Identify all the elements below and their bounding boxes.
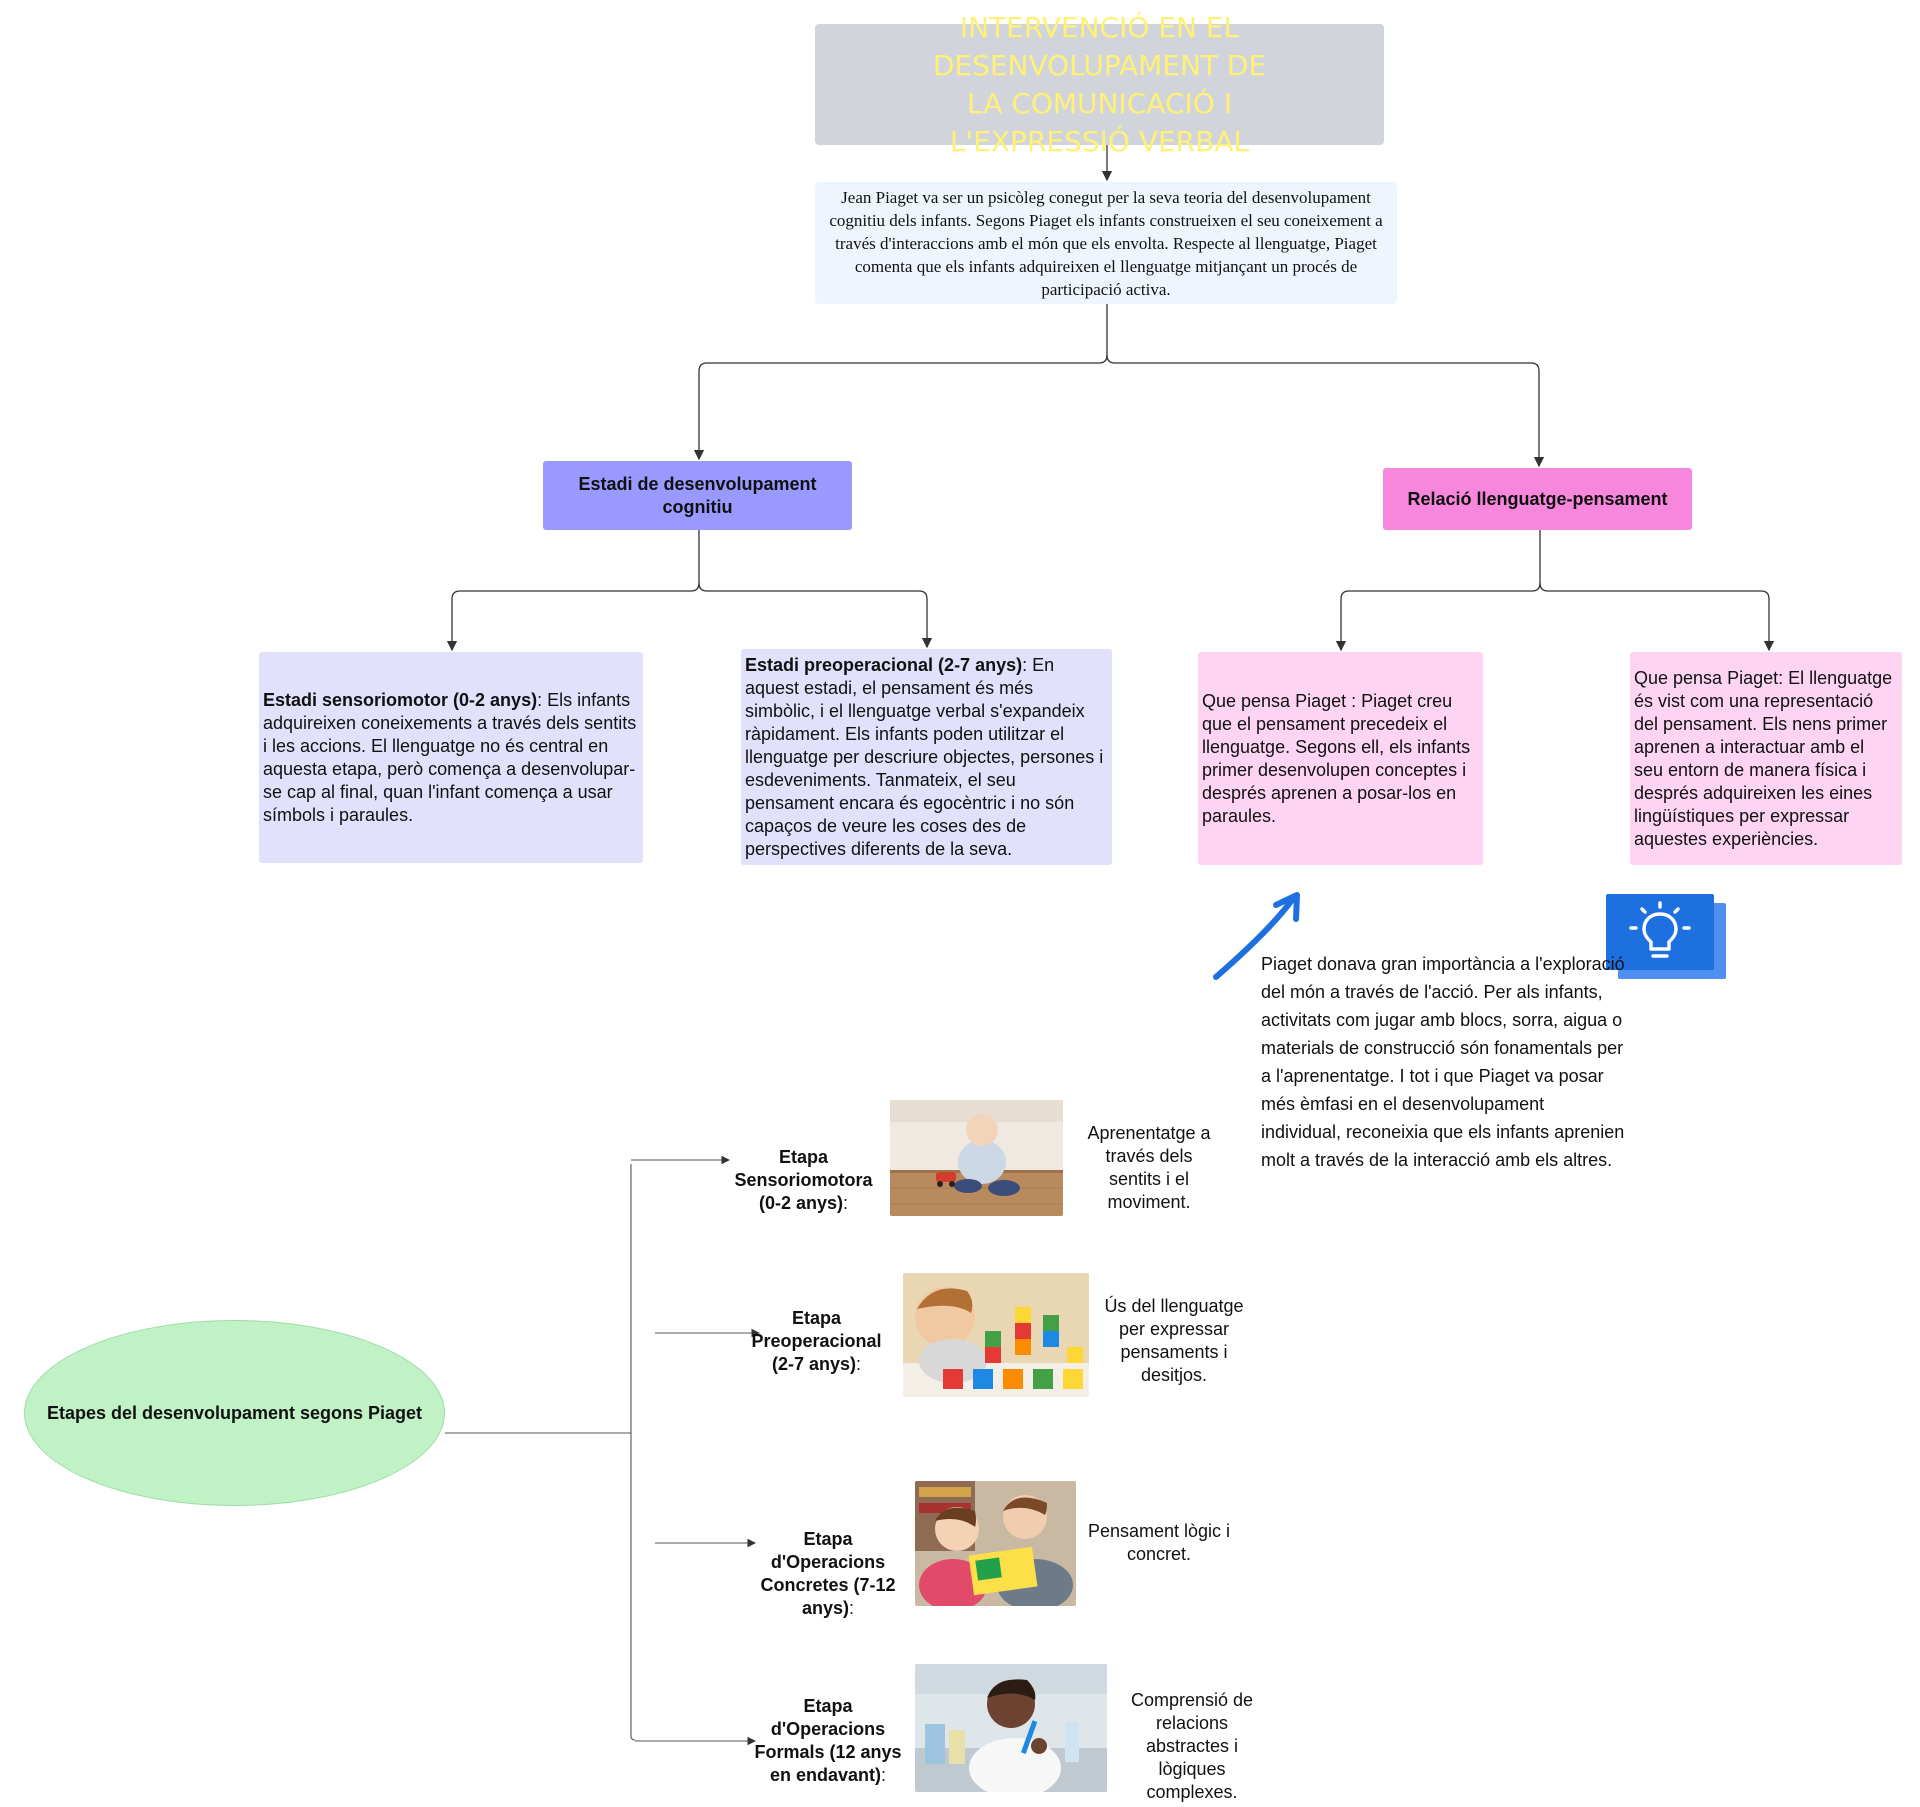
stage-operacions-formals-name: Etapa d'Operacions Formals (12 anys en e…	[754, 1696, 902, 1785]
etapes-title: Etapes del desenvolupament segons Piaget	[46, 1402, 423, 1423]
stage-operacions-concretes-desc: Pensament lògic i concret.	[1087, 1521, 1231, 1564]
curved-arrow-icon	[1213, 892, 1300, 980]
stage-sensoriomotora-desc: Aprenentatge a través dels sentits i el …	[1087, 1123, 1211, 1212]
photo-children-book	[915, 1481, 1076, 1606]
stage-colon: :	[849, 1598, 855, 1618]
stage-preoperacional: Etapa Preoperacional (2-7 anys):	[740, 1307, 893, 1376]
stage-sensoriomotora: Etapa Sensoriomotora (0-2 anys):	[726, 1146, 881, 1215]
photo-baby-toy	[890, 1100, 1063, 1216]
branch-header-language-thought: Relació llenguatge-pensament	[1383, 468, 1692, 530]
intro-text: Jean Piaget va ser un psicòleg conegut p…	[815, 182, 1397, 304]
stage-operacions-concretes: Etapa d'Operacions Concretes (7-12 anys)…	[752, 1528, 904, 1620]
card-preoperacional: Estadi preoperacional (2-7 anys): En aqu…	[741, 649, 1112, 865]
stage-sensoriomotora-name: Etapa Sensoriomotora (0-2 anys)	[734, 1147, 873, 1213]
stage-preoperacional-desc: Ús del llenguatge per expressar pensamen…	[1104, 1296, 1244, 1385]
stage-operacions-concretes-name: Etapa d'Operacions Concretes (7-12 anys)	[760, 1529, 896, 1618]
photo-student-lab	[915, 1664, 1107, 1792]
card-preoperacional-text: : En aquest estadi, el pensament és més …	[745, 654, 1104, 859]
stage-operacions-formals-desc: Comprensió de relacions abstractes i lòg…	[1130, 1690, 1254, 1802]
stage-colon: :	[843, 1193, 849, 1213]
photo-child-blocks	[903, 1273, 1089, 1397]
stage-colon: :	[856, 1354, 862, 1374]
card-piaget-2-text: Que pensa Piaget: El llenguatge és vist …	[1634, 667, 1893, 849]
card-sensoriomotor-title: Estadi sensoriomotor (0-2 anys)	[263, 689, 538, 710]
exploration-note: Piaget donava gran importància a l'explo…	[1261, 954, 1625, 1170]
stage-operacions-formals: Etapa d'Operacions Formals (12 anys en e…	[752, 1695, 904, 1787]
card-piaget-1-text: Que pensa Piaget : Piaget creu que el pe…	[1202, 690, 1471, 826]
page-title: INTERVENCIÓ EN EL DESENVOLUPAMENT DE LA …	[815, 11, 1384, 158]
stage-preoperacional-name: Etapa Preoperacional (2-7 anys)	[751, 1308, 882, 1374]
card-sensoriomotor-text: : Els infants adquireixen coneixements a…	[263, 689, 637, 825]
card-piaget-1: Que pensa Piaget : Piaget creu que el pe…	[1198, 652, 1483, 865]
card-preoperacional-title: Estadi preoperacional (2-7 anys)	[745, 654, 1023, 675]
etapes-root: Etapes del desenvolupament segons Piaget	[24, 1320, 445, 1506]
stage-colon: :	[881, 1765, 887, 1785]
card-sensoriomotor: Estadi sensoriomotor (0-2 anys): Els inf…	[259, 652, 643, 863]
branch-header-cognitive: Estadi de desenvolupament cognitiu	[543, 461, 852, 530]
card-piaget-2: Que pensa Piaget: El llenguatge és vist …	[1630, 652, 1902, 865]
lightbulb-icon	[1606, 894, 1714, 970]
